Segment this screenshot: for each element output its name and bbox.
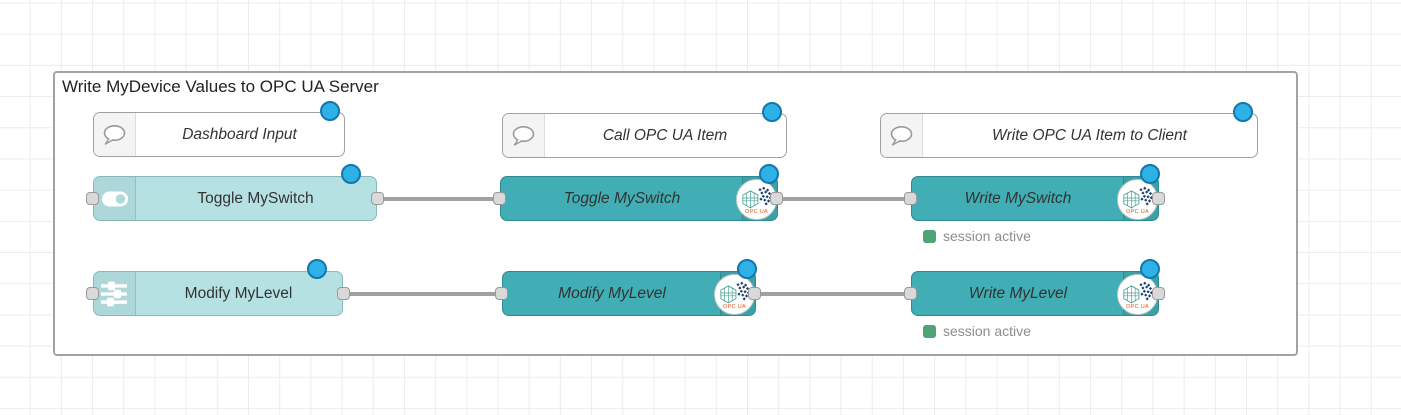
comment-node-call-opcua-item[interactable]: Call OPC UA Item [502, 102, 787, 158]
node-status: session active [923, 228, 1031, 244]
wire[interactable] [775, 196, 913, 201]
node-write-mylevel[interactable]: Write MyLevel OPC UA [911, 259, 1160, 316]
changed-indicator [341, 164, 361, 184]
node-label: Write MyLevel [968, 284, 1068, 302]
speech-bubble-icon [503, 114, 545, 157]
comment-label: Call OPC UA Item [602, 126, 728, 144]
opcua-logo-icon: OPC UA [1117, 179, 1158, 220]
node-toggle-myswitch-call[interactable]: Toggle MySwitch OPC UA [500, 164, 779, 221]
changed-indicator [1140, 259, 1160, 279]
status-text: session active [943, 228, 1031, 244]
wire[interactable] [377, 196, 502, 201]
output-port[interactable] [1152, 192, 1165, 205]
changed-indicator [737, 259, 757, 279]
comment-node-write-opcua-item[interactable]: Write OPC UA Item to Client [880, 102, 1258, 158]
changed-indicator [762, 102, 782, 122]
output-port[interactable] [770, 192, 783, 205]
node-status: session active [923, 323, 1031, 339]
speech-bubble-icon [881, 114, 923, 157]
opcua-logo-icon: OPC UA [1117, 274, 1158, 315]
input-port[interactable] [904, 287, 917, 300]
input-port[interactable] [904, 192, 917, 205]
input-port[interactable] [86, 192, 99, 205]
changed-indicator [320, 101, 340, 121]
node-label: Toggle MySwitch [197, 189, 314, 207]
opcua-badge-text: OPC UA [723, 303, 746, 310]
output-port[interactable] [337, 287, 350, 300]
opcua-badge-text: OPC UA [745, 208, 768, 215]
input-port[interactable] [495, 287, 508, 300]
node-modify-mylevel-input[interactable]: Modify MyLevel [93, 259, 343, 316]
group-label: Write MyDevice Values to OPC UA Server [62, 77, 379, 96]
input-port[interactable] [493, 192, 506, 205]
changed-indicator [1140, 164, 1160, 184]
opcua-badge-text: OPC UA [1126, 208, 1149, 215]
node-toggle-myswitch-input[interactable]: Toggle MySwitch [93, 164, 377, 221]
changed-indicator [1233, 102, 1253, 122]
output-port[interactable] [748, 287, 761, 300]
sliders-icon [94, 272, 136, 315]
status-dot-icon [923, 229, 936, 243]
node-label: Write MySwitch [964, 189, 1072, 207]
speech-bubble-icon [94, 113, 136, 156]
output-port[interactable] [371, 192, 384, 205]
comment-label: Write OPC UA Item to Client [992, 126, 1187, 144]
changed-indicator [307, 259, 327, 279]
node-write-myswitch[interactable]: Write MySwitch OPC UA [911, 164, 1160, 221]
opcua-badge-text: OPC UA [1126, 303, 1149, 310]
node-label: Modify MyLevel [184, 284, 293, 302]
output-port[interactable] [1152, 287, 1165, 300]
node-modify-mylevel-call[interactable]: Modify MyLevel OPC UA [502, 259, 757, 316]
wire[interactable] [344, 291, 502, 296]
changed-indicator [759, 164, 779, 184]
status-text: session active [943, 323, 1031, 339]
comment-label: Dashboard Input [182, 125, 297, 143]
toggle-switch-icon [94, 177, 136, 220]
node-label: Toggle MySwitch [563, 189, 681, 207]
input-port[interactable] [86, 287, 99, 300]
comment-node-dashboard-input[interactable]: Dashboard Input [93, 101, 345, 157]
node-label: Modify MyLevel [558, 284, 666, 302]
wire[interactable] [753, 291, 913, 296]
status-dot-icon [923, 324, 936, 338]
